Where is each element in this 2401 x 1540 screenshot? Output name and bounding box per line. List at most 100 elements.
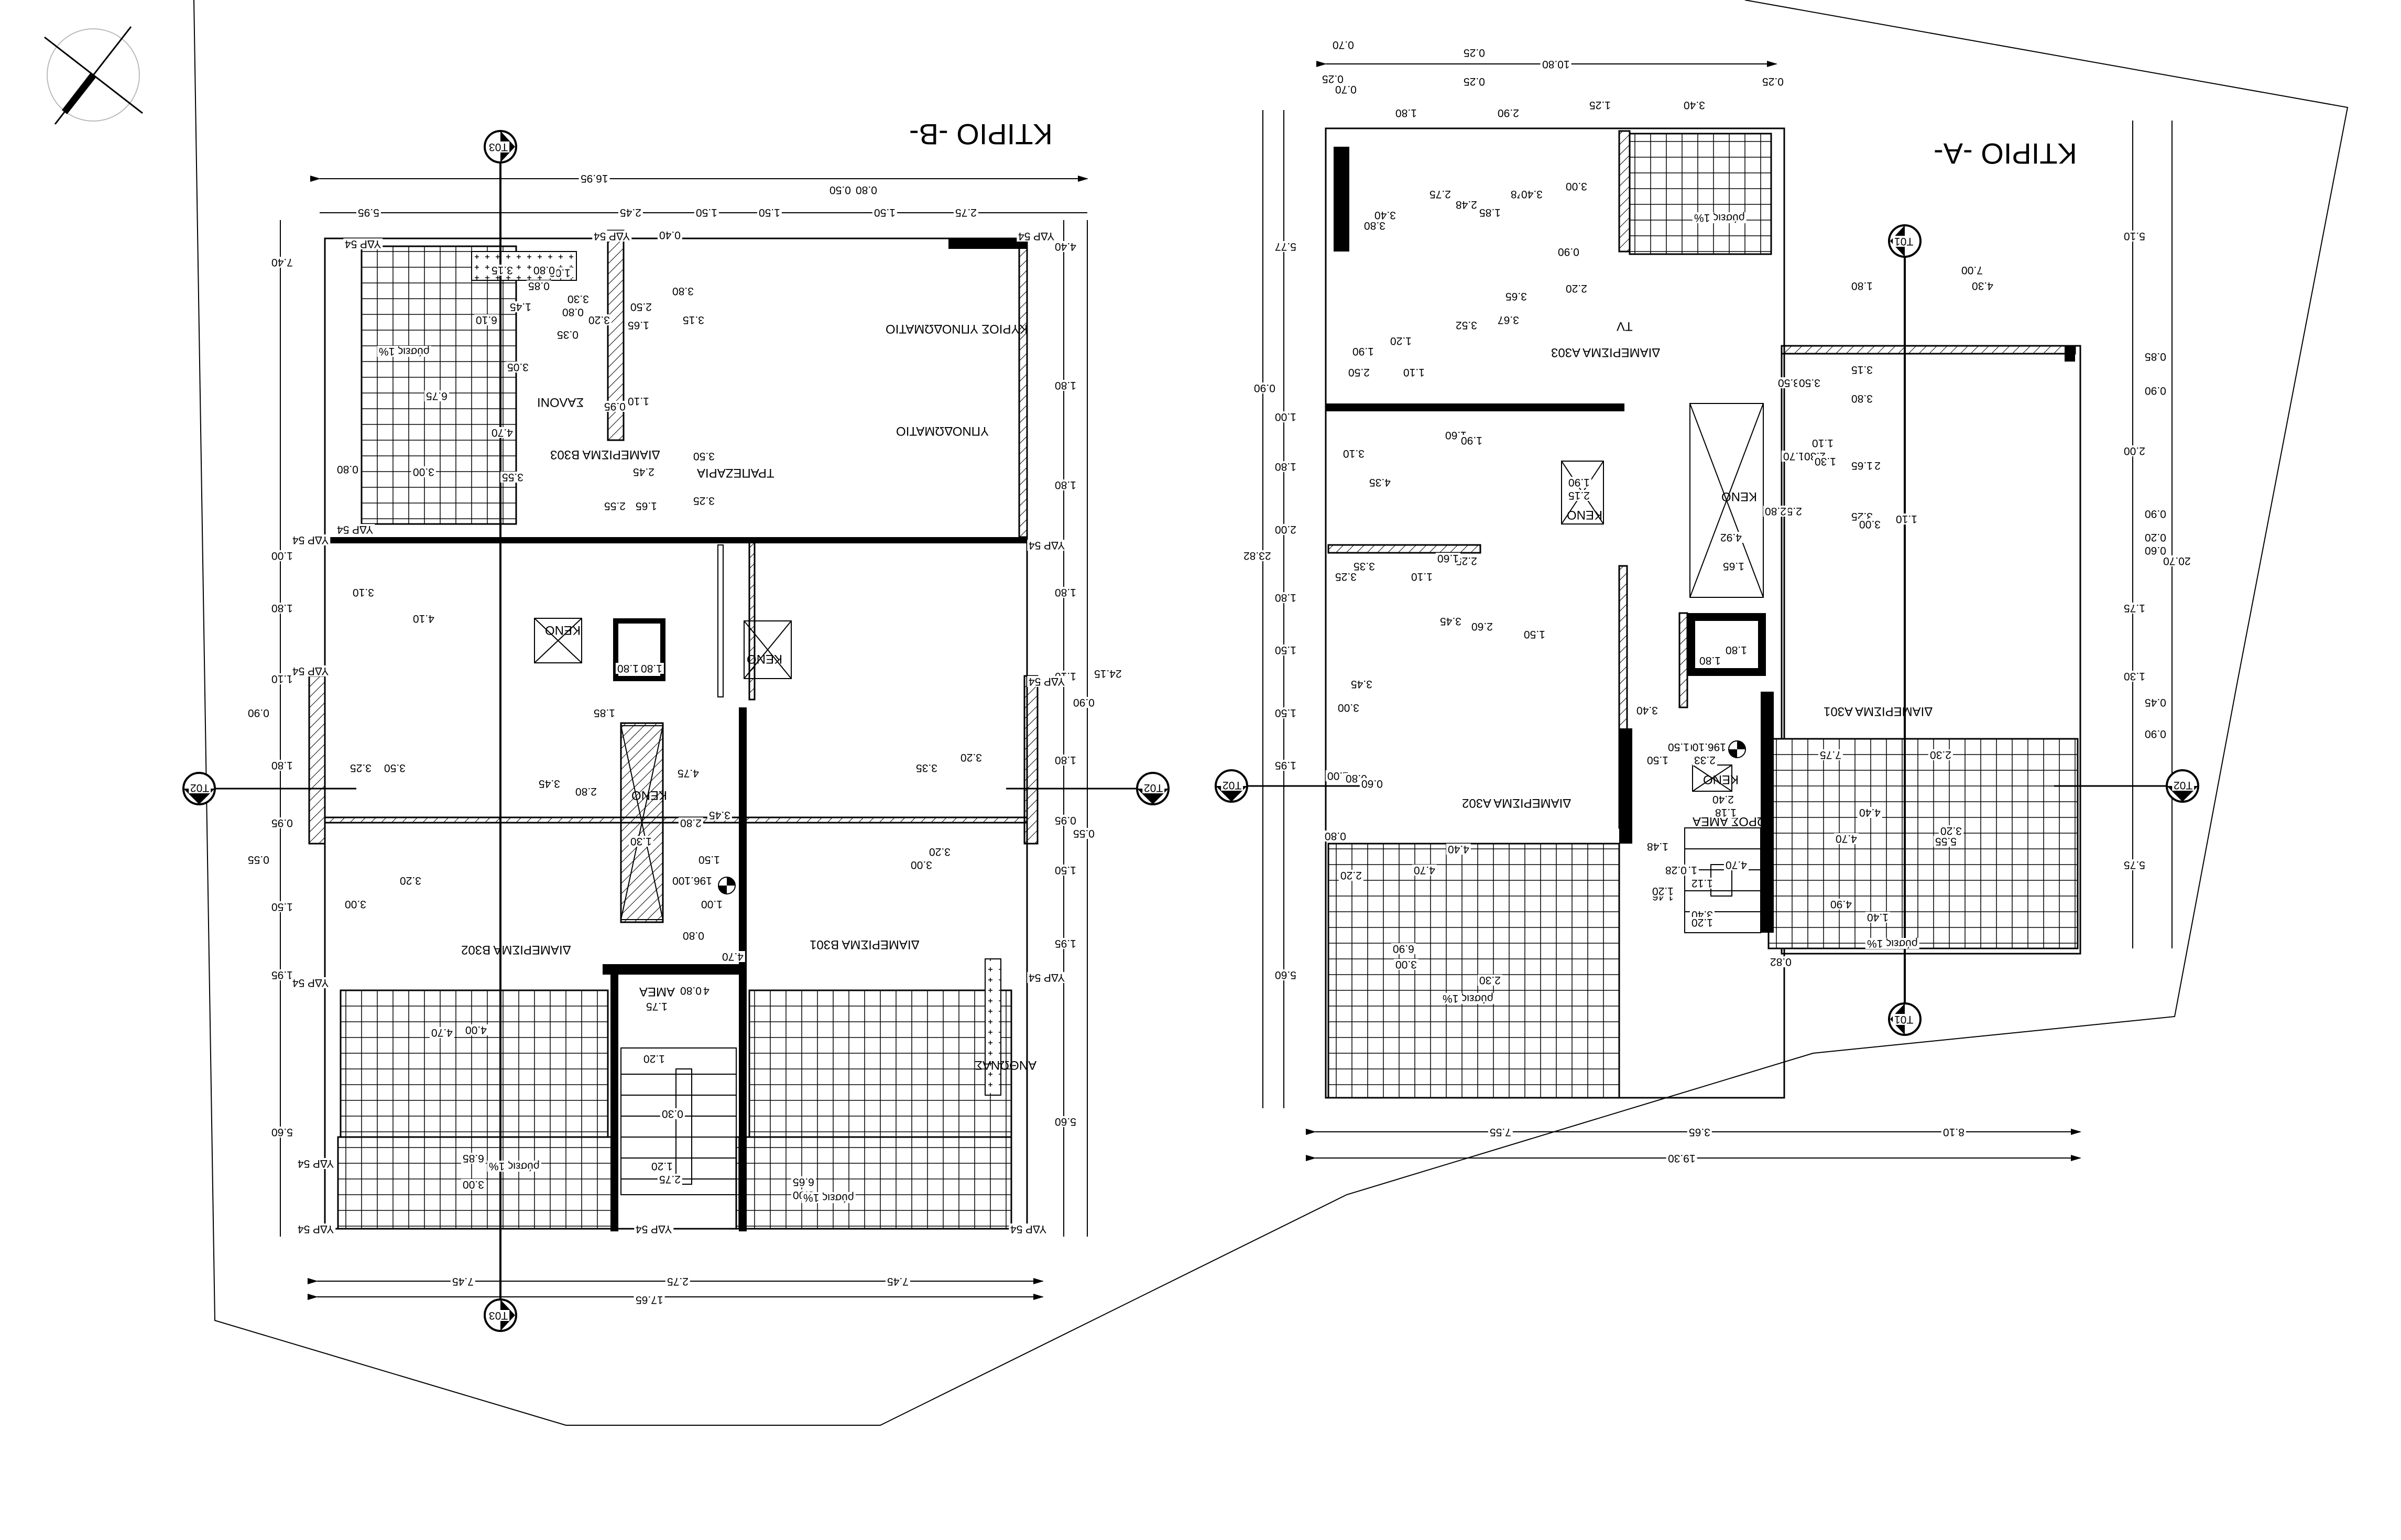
drain-tag: ΥΔΡ 54 [296, 1157, 336, 1170]
dim-core-a: 1.50 [1666, 741, 1691, 753]
dim-room: 3.25 [692, 495, 716, 507]
dim-a303: 2.75 [1428, 188, 1453, 200]
dim-a303: 3.65 [1504, 290, 1529, 302]
dim-right-a: 0.90 [2143, 508, 2168, 520]
dim-stair-a: 0.28 [1664, 864, 1688, 876]
dim-elevator-a: 1.80 [1724, 644, 1749, 656]
dim-a302: 3.45 [1438, 615, 1463, 627]
dim-a302: 4.40 [1446, 843, 1471, 855]
level-value-a: 196.100 [1685, 741, 1728, 753]
tv-label: TV [1617, 319, 1633, 333]
dim-stair-a: 4.70 [1724, 859, 1749, 871]
dim-left: 0.95 [270, 817, 294, 829]
dim-a303: 2.50 [1347, 366, 1371, 378]
dim-room: 4.70 [490, 427, 515, 439]
dim-core-a: 2.15 [1567, 489, 1591, 501]
dim-other: 0.95 [603, 400, 627, 412]
dim-right-top-a: 7.00 [1960, 264, 1984, 276]
dim-right: 1.80 [1053, 479, 1078, 491]
section-label: T02 [1142, 782, 1165, 794]
dim-left: 5.60 [270, 1126, 294, 1138]
dim-top: 1.50 [757, 206, 782, 219]
dim-room: 2.80 [679, 817, 703, 829]
dim-amea-a: 2.40 [1711, 793, 1736, 805]
dim-a302: 3.25 [1334, 571, 1358, 583]
apartment-label-b302: ΔΙΑΜΕΡΙΣΜΑ Β302 [461, 943, 571, 957]
dim-top: 1.50 [694, 206, 719, 219]
dim-other: 3.20 [587, 314, 612, 326]
drain-tag: ΥΔΡ 54 [291, 534, 331, 546]
dim-core: 1.85 [592, 707, 617, 719]
dim-room: 3.25 [348, 762, 373, 774]
dim-core-a: 1.50 [1522, 628, 1547, 640]
dim-a303: 3.40 [1520, 188, 1544, 200]
dim-core-a: 3.40 [1635, 704, 1660, 716]
dim-other: 0.80 [561, 306, 585, 318]
drain-tag: ΥΔΡ 54 [634, 1223, 674, 1235]
dim-left: 0.55 [246, 854, 271, 866]
dim-top-a: 0.25 [1462, 47, 1487, 59]
dim-stair: 1.20 [642, 1053, 667, 1065]
dim-room: 3.20 [398, 875, 423, 887]
dim-left-a: 5.77 [1273, 241, 1298, 253]
dim-right: 1.50 [1053, 864, 1078, 876]
dim-overall-bottom: 17.65 [634, 1294, 665, 1306]
dim-other: 3.00 [461, 1178, 486, 1191]
dim-left-a: 1.00 [1273, 411, 1298, 423]
dim-amea-a: 1.18 [1714, 806, 1738, 818]
dim-a302: 2.20 [1339, 869, 1363, 881]
dim-top-a: 0.70 [1331, 39, 1356, 51]
dim-a303: 3.00 [1564, 180, 1589, 192]
dim-right: 1.95 [1053, 937, 1078, 949]
dim-a302: 1.90 [1459, 434, 1484, 446]
dim-bottom: 7.45 [886, 1275, 910, 1287]
dim-other: 3.15 [490, 264, 515, 276]
dim-left-a: 1.80 [1273, 592, 1298, 604]
dim-elevator: 1.80 [616, 662, 640, 674]
level-marker-icon [1728, 740, 1746, 758]
dim-a302: 3.35 [1352, 560, 1377, 572]
dim-stair-a: 1.20 [1651, 885, 1675, 897]
dim-a302: 4.35 [1368, 476, 1392, 488]
dim-other: 6.65 [791, 1176, 816, 1188]
dim-bottom-a: 7.55 [1488, 1126, 1513, 1138]
dim-right-a: 0.20 [2143, 531, 2168, 543]
room-label-living: ΣΑΛΟΝΙ [537, 395, 584, 409]
dim-a303: 1.85 [1478, 206, 1502, 219]
dim-a302: 3.45 [1349, 678, 1374, 690]
dim-a301: 2.30 [1928, 749, 1953, 761]
dim-elevator: 1.80 [639, 662, 664, 674]
dim-other: 0.80 [532, 264, 556, 276]
dim-right-a: 0.45 [2143, 696, 2168, 708]
dim-a301: 3.50 [1797, 377, 1822, 389]
dim-overall-depth-a-right: 20.70 [2162, 555, 2192, 567]
dim-a303: 3.67 [1496, 314, 1521, 326]
dim-stair: 2.75 [658, 1173, 682, 1185]
dim-room: 3.50 [383, 762, 407, 774]
slope-note: ρύσεις 1% [377, 345, 431, 357]
dim-right: 0.90 [1072, 696, 1096, 708]
dim-overall-depth: 24.15 [1093, 668, 1123, 680]
dim-a302: 1.60 [1436, 552, 1460, 564]
dim-left: 1.50 [270, 901, 294, 913]
dim-a303: 1.10 [1402, 366, 1426, 378]
amea-label-b: ΑΜΕΑ [639, 985, 675, 999]
dim-a303: 3.80 [1362, 220, 1387, 232]
dim-core-a: 1.90 [1567, 476, 1591, 488]
dim-left-a: 1.50 [1273, 707, 1298, 719]
dim-other: 1.65 [626, 319, 651, 331]
void-label-a1: ΚΕΝΟ [1721, 489, 1758, 504]
dim-left: 1.00 [270, 550, 294, 562]
dim-top-extra: 0.50 [828, 184, 853, 196]
void-label-b3: ΚΕΝΟ [747, 652, 783, 666]
slope-note: ρύσεις 1% [1441, 992, 1495, 1004]
dim-core: 4.75 [676, 767, 701, 779]
room-label-anthonas: ΑΝΘΩΝΑΣ [975, 1058, 1037, 1072]
dim-left: 7.40 [270, 256, 294, 268]
room-label-master-bedroom: ΚΥΡΙΟΣ ΥΠΝΟΔΩΜΑΤΙΟ [886, 322, 1028, 336]
slope-note: ρύσεις 1% [1865, 937, 1919, 949]
dim-right: 5.60 [1053, 1116, 1078, 1128]
dim-core: 1.50 [697, 854, 722, 866]
slope-note: ρύσεις 1% [487, 1160, 541, 1172]
dim-right: 1.80 [1053, 754, 1078, 766]
